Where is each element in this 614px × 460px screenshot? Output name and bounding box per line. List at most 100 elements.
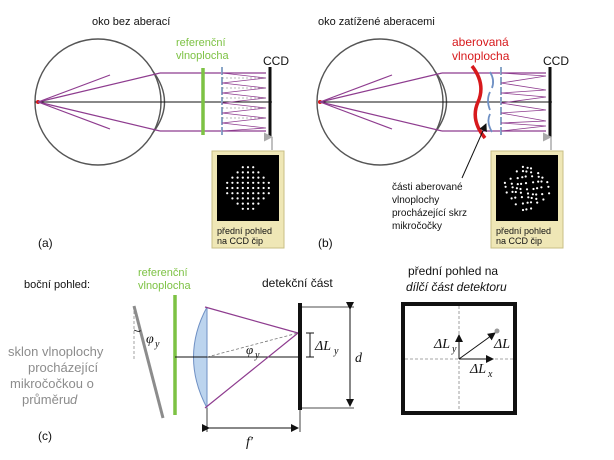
delta-l-vector — [458, 332, 496, 360]
spot — [525, 170, 528, 173]
spot — [262, 181, 265, 184]
panel-c-tag: (c) — [38, 429, 52, 443]
front-view-2: dílčí část detektoru — [406, 280, 507, 294]
note-2: vlnoplochy — [392, 195, 439, 206]
spot — [226, 192, 229, 195]
spot — [246, 197, 250, 200]
spot — [511, 190, 514, 193]
spot — [527, 196, 530, 199]
spot — [514, 203, 517, 206]
spot — [246, 192, 250, 195]
spot — [542, 198, 545, 201]
spot — [252, 171, 255, 174]
spot — [541, 176, 544, 179]
spot — [231, 197, 234, 200]
spot — [503, 181, 506, 184]
spot — [246, 171, 250, 174]
spot-grid-aberrated — [503, 165, 551, 212]
spot — [541, 193, 544, 196]
spot — [252, 192, 255, 195]
spot — [236, 181, 239, 184]
spot — [504, 185, 507, 188]
ref-label-1: referenční — [176, 37, 226, 49]
spot — [241, 176, 244, 179]
spot — [532, 187, 535, 191]
spot — [231, 181, 234, 184]
note-4: mikročočky — [392, 221, 442, 232]
spot — [530, 171, 533, 174]
spot — [252, 166, 255, 169]
spot — [241, 192, 244, 195]
spot — [526, 201, 529, 204]
spot — [529, 201, 533, 204]
spot — [537, 180, 540, 183]
d-label: d — [355, 351, 363, 366]
spot — [252, 202, 255, 205]
spot — [236, 202, 239, 205]
spot — [226, 181, 229, 184]
spot — [241, 202, 244, 205]
spot — [514, 196, 517, 199]
spot — [537, 172, 540, 175]
spot — [267, 181, 270, 184]
spot — [535, 197, 538, 200]
phi-symbol: φ — [146, 332, 154, 347]
ccd-label: CCD — [543, 54, 569, 68]
spot — [241, 166, 244, 169]
spot — [520, 196, 524, 199]
panel-a-tag: (a) — [38, 236, 53, 250]
aber-label-1: aberovaná — [452, 35, 509, 49]
spot — [540, 186, 543, 189]
spot — [516, 177, 519, 180]
phi-subscript-2: y — [254, 350, 260, 361]
spot — [530, 196, 533, 200]
spot — [515, 187, 519, 190]
slope-2: procházející — [28, 360, 98, 375]
spot — [241, 197, 244, 200]
wavefront-segments — [487, 71, 495, 133]
spot — [236, 192, 239, 195]
spot — [262, 197, 265, 200]
spot — [521, 165, 525, 168]
spot — [246, 181, 250, 184]
spot — [246, 202, 250, 205]
spot — [257, 197, 260, 200]
delta-lx-sub: x — [487, 369, 493, 380]
spot — [519, 191, 523, 194]
spot — [514, 190, 517, 194]
spot — [532, 181, 535, 184]
spot — [511, 186, 514, 189]
spot — [521, 208, 525, 212]
delta-ly-2: ΔL — [433, 337, 450, 352]
spot — [226, 186, 229, 190]
spot — [521, 202, 525, 205]
spot — [231, 186, 234, 190]
front-view-1: přední pohled na — [408, 264, 498, 278]
note-3: procházející skrz — [392, 208, 467, 219]
spot — [526, 192, 530, 195]
spot — [530, 207, 533, 210]
spot — [241, 181, 244, 184]
spot — [516, 183, 519, 186]
slope-3: mikročočkou o — [10, 376, 94, 391]
focused-beam — [204, 306, 299, 409]
spot — [521, 176, 524, 179]
spot — [267, 186, 270, 190]
spot — [546, 181, 549, 184]
spot — [536, 187, 539, 190]
spot — [529, 167, 533, 170]
spot — [246, 176, 250, 179]
spot — [510, 197, 513, 200]
spot — [236, 171, 239, 174]
delta-ly: ΔL — [314, 339, 331, 354]
spot — [524, 182, 528, 185]
pointer-arrow — [461, 123, 487, 179]
spot — [252, 207, 255, 210]
ccd-label: CCD — [263, 54, 289, 68]
slope-1: sklon vlnoplochy — [8, 344, 104, 359]
spot — [246, 186, 250, 190]
spot — [231, 176, 234, 179]
spot — [257, 181, 260, 184]
spot — [252, 186, 255, 190]
panel-a: oko bez aberací referenční vlnoplocha — [34, 16, 289, 250]
